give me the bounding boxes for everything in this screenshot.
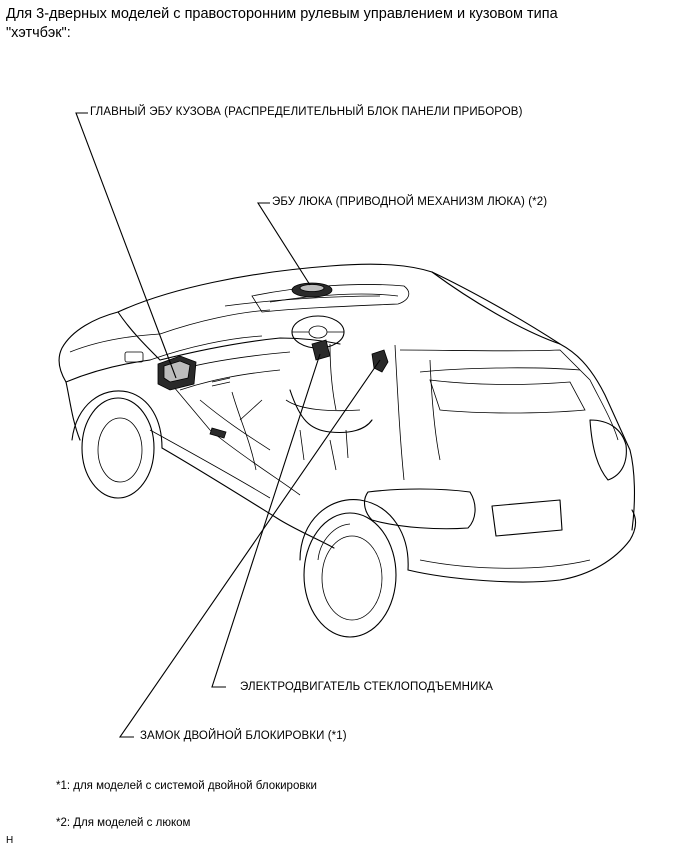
sunroof-ecu-part [291, 282, 333, 298]
car-body-outline [58, 263, 637, 638]
callout-sunroof-ecu: ЭБУ ЛЮКА (ПРИВОДНОЙ МЕХАНИЗМ ЛЮКА) (*2) [272, 196, 548, 208]
callout-main-body-ecu: ГЛАВНЫЙ ЭБУ КУЗОВА (РАСПРЕДЕЛИТЕЛЬНЫЙ БЛ… [90, 106, 523, 118]
page-heading: Для 3-дверных моделей с правосторонним р… [6, 5, 686, 43]
footnote-double-lock: *1: для моделей с системой двойной блоки… [56, 780, 317, 792]
heading-line-1: Для 3-дверных моделей с правосторонним р… [6, 6, 558, 22]
callout-leader-lines [75, 112, 381, 738]
corner-mark: H [6, 835, 14, 846]
main-body-ecu-part [157, 355, 197, 391]
window-motor-part [311, 339, 331, 361]
heading-line-2: "хэтчбэк": [6, 25, 71, 41]
callout-window-motor: ЭЛЕКТРОДВИГАТЕЛЬ СТЕКЛОПОДЪЕМНИКА [240, 681, 494, 693]
callout-double-lock: ЗАМОК ДВОЙНОЙ БЛОКИРОВКИ (*1) [140, 730, 347, 742]
footnote-sunroof: *2: Для моделей с люком [56, 817, 191, 829]
